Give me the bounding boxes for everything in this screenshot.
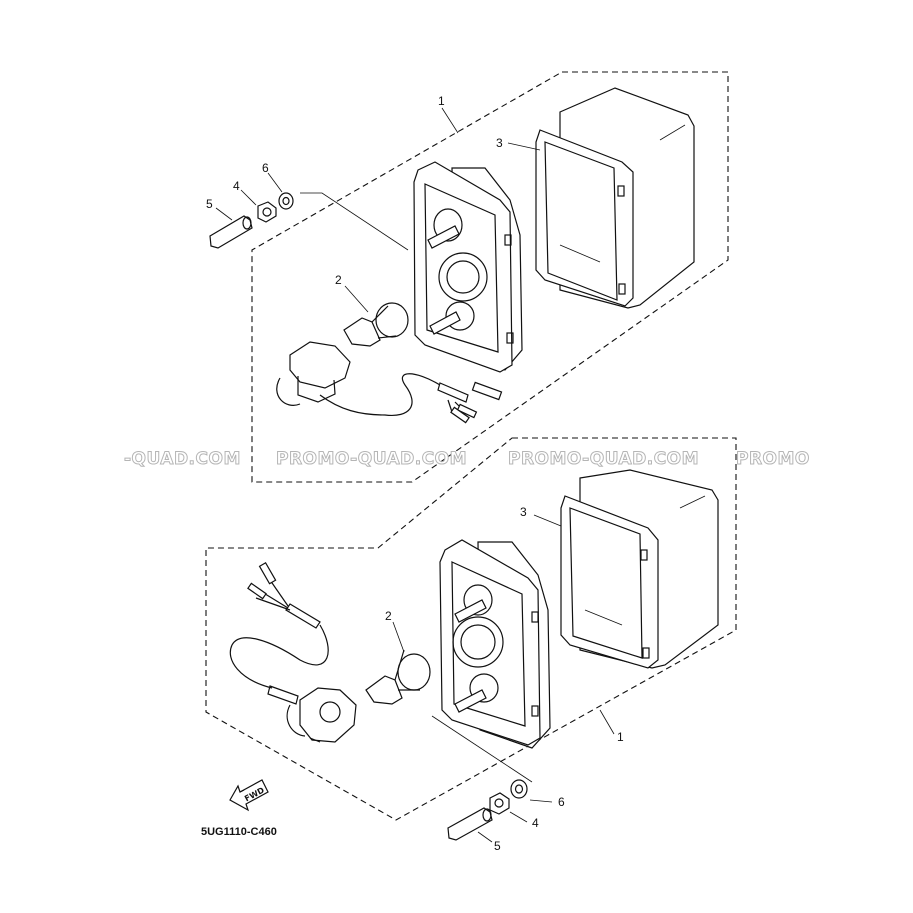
bottom-callout-collar: 5 xyxy=(494,839,501,853)
bottom-assembly: 3 2 1 6 4 5 xyxy=(205,437,737,853)
watermark-row: -QUAD.COM PROMO-QUAD.COM PROMO-QUAD.COM … xyxy=(124,449,810,470)
fwd-arrow-icon: FWD xyxy=(229,779,269,812)
watermark-2: PROMO-QUAD.COM xyxy=(276,449,467,469)
top-lens-cover xyxy=(535,87,695,309)
top-callout-lens: 3 xyxy=(496,136,503,150)
bottom-callout-lens: 3 xyxy=(520,505,527,519)
bottom-callout-washer: 6 xyxy=(558,795,565,809)
watermark-1: -QUAD.COM xyxy=(124,449,241,469)
top-washer xyxy=(278,192,294,210)
top-fasteners xyxy=(209,192,409,251)
top-socket-harness xyxy=(276,341,503,424)
bottom-fasteners xyxy=(431,715,533,841)
top-callout-housing: 1 xyxy=(438,94,445,108)
watermark-3: PROMO-QUAD.COM xyxy=(508,449,699,469)
top-callout-collar: 5 xyxy=(206,197,213,211)
top-collar xyxy=(209,215,253,249)
bottom-washer xyxy=(510,779,528,799)
bottom-socket-harness xyxy=(229,562,357,743)
top-bulb xyxy=(343,302,409,347)
bottom-nut xyxy=(489,792,510,815)
bottom-lens-cover xyxy=(560,469,719,669)
bottom-callout-bulb: 2 xyxy=(385,609,392,623)
top-assembly: 1 3 2 4 6 5 xyxy=(206,71,729,483)
top-callout-bulb: 2 xyxy=(335,273,342,287)
top-housing xyxy=(413,161,523,373)
bottom-housing xyxy=(439,539,551,749)
bottom-collar xyxy=(447,807,493,841)
top-callout-washer: 6 xyxy=(262,161,269,175)
watermark-4: PROMO xyxy=(736,449,810,469)
bottom-callout-nut: 4 xyxy=(532,816,539,830)
bottom-assembly-dashed-boundary xyxy=(205,437,737,821)
top-assembly-dashed-boundary xyxy=(251,71,729,483)
diagram-code: 5UG1110-C460 xyxy=(201,826,277,838)
bottom-bulb xyxy=(365,649,431,705)
top-callout-nut: 4 xyxy=(233,179,240,193)
bottom-callout-housing: 1 xyxy=(617,730,624,744)
top-nut xyxy=(257,201,277,223)
